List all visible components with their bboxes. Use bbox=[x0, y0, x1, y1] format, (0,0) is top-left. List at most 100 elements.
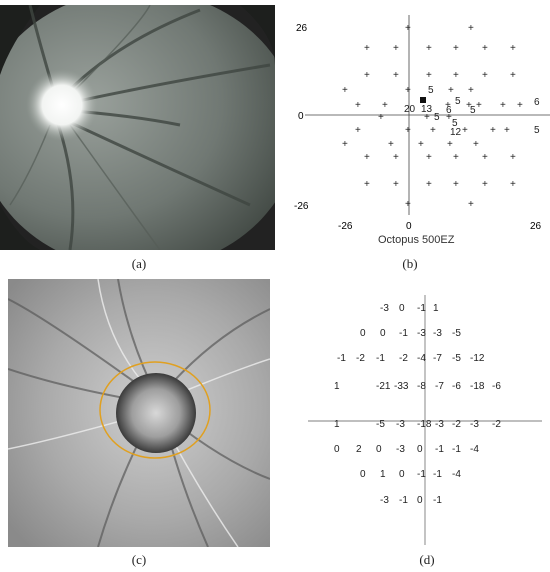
vf-tick-y-bot: -26 bbox=[294, 201, 309, 212]
vf-point: + bbox=[355, 125, 361, 136]
vf-point: + bbox=[388, 139, 394, 150]
deviation-value: -6 bbox=[452, 381, 461, 392]
vf-point: + bbox=[482, 179, 488, 190]
deviation-value: 1 bbox=[334, 381, 340, 392]
caption-d: (d) bbox=[419, 552, 435, 567]
vf-point: + bbox=[426, 152, 432, 163]
deviation-value: -1 bbox=[452, 444, 461, 455]
vf-point: + bbox=[476, 100, 482, 111]
deviation-value: -4 bbox=[470, 444, 479, 455]
deviation-value: 1 bbox=[380, 469, 386, 480]
vf-point: + bbox=[393, 152, 399, 163]
deviation-value: -1 bbox=[433, 469, 442, 480]
vf-tick-x-left: -26 bbox=[338, 221, 353, 232]
deviation-value: -1 bbox=[435, 444, 444, 455]
deviation-value: -1 bbox=[337, 353, 346, 364]
deviation-value: -21 bbox=[376, 381, 391, 392]
vf-point: + bbox=[405, 125, 411, 136]
vf-device-label: Octopus 500EZ bbox=[378, 234, 455, 246]
vf-point: + bbox=[426, 70, 432, 81]
deviation-value: -18 bbox=[470, 381, 485, 392]
deviation-value: -2 bbox=[356, 353, 365, 364]
vf-point: + bbox=[418, 139, 424, 150]
vf-blind-spot-marker bbox=[420, 97, 426, 103]
deviation-value: -7 bbox=[435, 381, 444, 392]
deviation-value: -4 bbox=[452, 469, 461, 480]
vf-point: + bbox=[364, 179, 370, 190]
vf-value: 20 bbox=[404, 104, 416, 115]
vf-tick-x-mid: 0 bbox=[406, 221, 412, 232]
deviation-value: -5 bbox=[452, 353, 461, 364]
vf-test-points: + + + + + + + + + + + + + + + + + + + + … bbox=[342, 23, 523, 210]
vf-point: + bbox=[364, 152, 370, 163]
deviation-value: 0 bbox=[334, 444, 340, 455]
deviation-value: -1 bbox=[417, 303, 426, 314]
vf-tick-y-top: 26 bbox=[296, 23, 308, 34]
deviation-value: -5 bbox=[376, 419, 385, 430]
deviation-value: -3 bbox=[433, 328, 442, 339]
vf-value: 5 bbox=[470, 105, 476, 116]
vf-value: 13 bbox=[421, 104, 433, 115]
vf-point: + bbox=[510, 179, 516, 190]
deviation-value: -3 bbox=[396, 419, 405, 430]
deviation-value: -3 bbox=[380, 303, 389, 314]
vf-point: + bbox=[453, 179, 459, 190]
vf-point: + bbox=[364, 43, 370, 54]
deviation-value: -5 bbox=[452, 328, 461, 339]
deviation-value: 2 bbox=[356, 444, 362, 455]
vf-value: 12 bbox=[450, 127, 462, 138]
vf-point: + bbox=[482, 70, 488, 81]
vf-point: + bbox=[447, 139, 453, 150]
vf-value: 5 bbox=[455, 96, 461, 107]
deviation-value: -12 bbox=[470, 353, 485, 364]
fundus-photo bbox=[0, 5, 275, 250]
deviation-value: 1 bbox=[334, 419, 340, 430]
deviation-value: 0 bbox=[376, 444, 382, 455]
deviation-value: 0 bbox=[399, 469, 405, 480]
deviation-value: 0 bbox=[360, 469, 366, 480]
deviation-value: -1 bbox=[399, 328, 408, 339]
vf-point: + bbox=[378, 112, 384, 123]
vf-point: + bbox=[482, 152, 488, 163]
vf-point: + bbox=[453, 43, 459, 54]
deviation-value: -6 bbox=[492, 381, 501, 392]
vf-point: + bbox=[342, 139, 348, 150]
vf-point: + bbox=[446, 112, 452, 123]
vf-value: 5 bbox=[534, 125, 540, 136]
deviation-value: -1 bbox=[399, 495, 408, 506]
vf-point: + bbox=[510, 152, 516, 163]
vf-point: + bbox=[405, 23, 411, 34]
deviation-value: -18 bbox=[417, 419, 432, 430]
vf-value: 5 bbox=[452, 118, 458, 129]
vf-point: + bbox=[510, 70, 516, 81]
visual-field-plot: 26 0 -26 -26 0 26 Octopus 500EZ + + + + … bbox=[294, 15, 550, 246]
vf-value: 5 bbox=[434, 112, 440, 123]
vf-value: 5 bbox=[428, 85, 434, 96]
vf-point: + bbox=[426, 179, 432, 190]
deviation-value: -3 bbox=[380, 495, 389, 506]
deviation-value: -8 bbox=[417, 381, 426, 392]
oct-enface-image bbox=[8, 279, 270, 547]
deviation-value: -3 bbox=[435, 419, 444, 430]
deviation-value: -2 bbox=[452, 419, 461, 430]
deviation-value: -2 bbox=[399, 353, 408, 364]
deviation-value: 0 bbox=[360, 328, 366, 339]
deviation-value: -1 bbox=[376, 353, 385, 364]
vf-point: + bbox=[468, 85, 474, 96]
deviation-value: -2 bbox=[492, 419, 501, 430]
vf-point: + bbox=[504, 125, 510, 136]
vf-value: 6 bbox=[446, 105, 452, 116]
vf-point: + bbox=[468, 199, 474, 210]
vf-point: + bbox=[430, 125, 436, 136]
deviation-value: -1 bbox=[433, 495, 442, 506]
rnfl-scan-circle bbox=[99, 361, 211, 459]
vf-point: + bbox=[342, 85, 348, 96]
vf-point: + bbox=[393, 179, 399, 190]
vf-tick-x-right: 26 bbox=[530, 221, 542, 232]
vf-point: + bbox=[364, 70, 370, 81]
deviation-value: 0 bbox=[417, 444, 423, 455]
deviation-value: -1 bbox=[417, 469, 426, 480]
vf-point: + bbox=[468, 23, 474, 34]
